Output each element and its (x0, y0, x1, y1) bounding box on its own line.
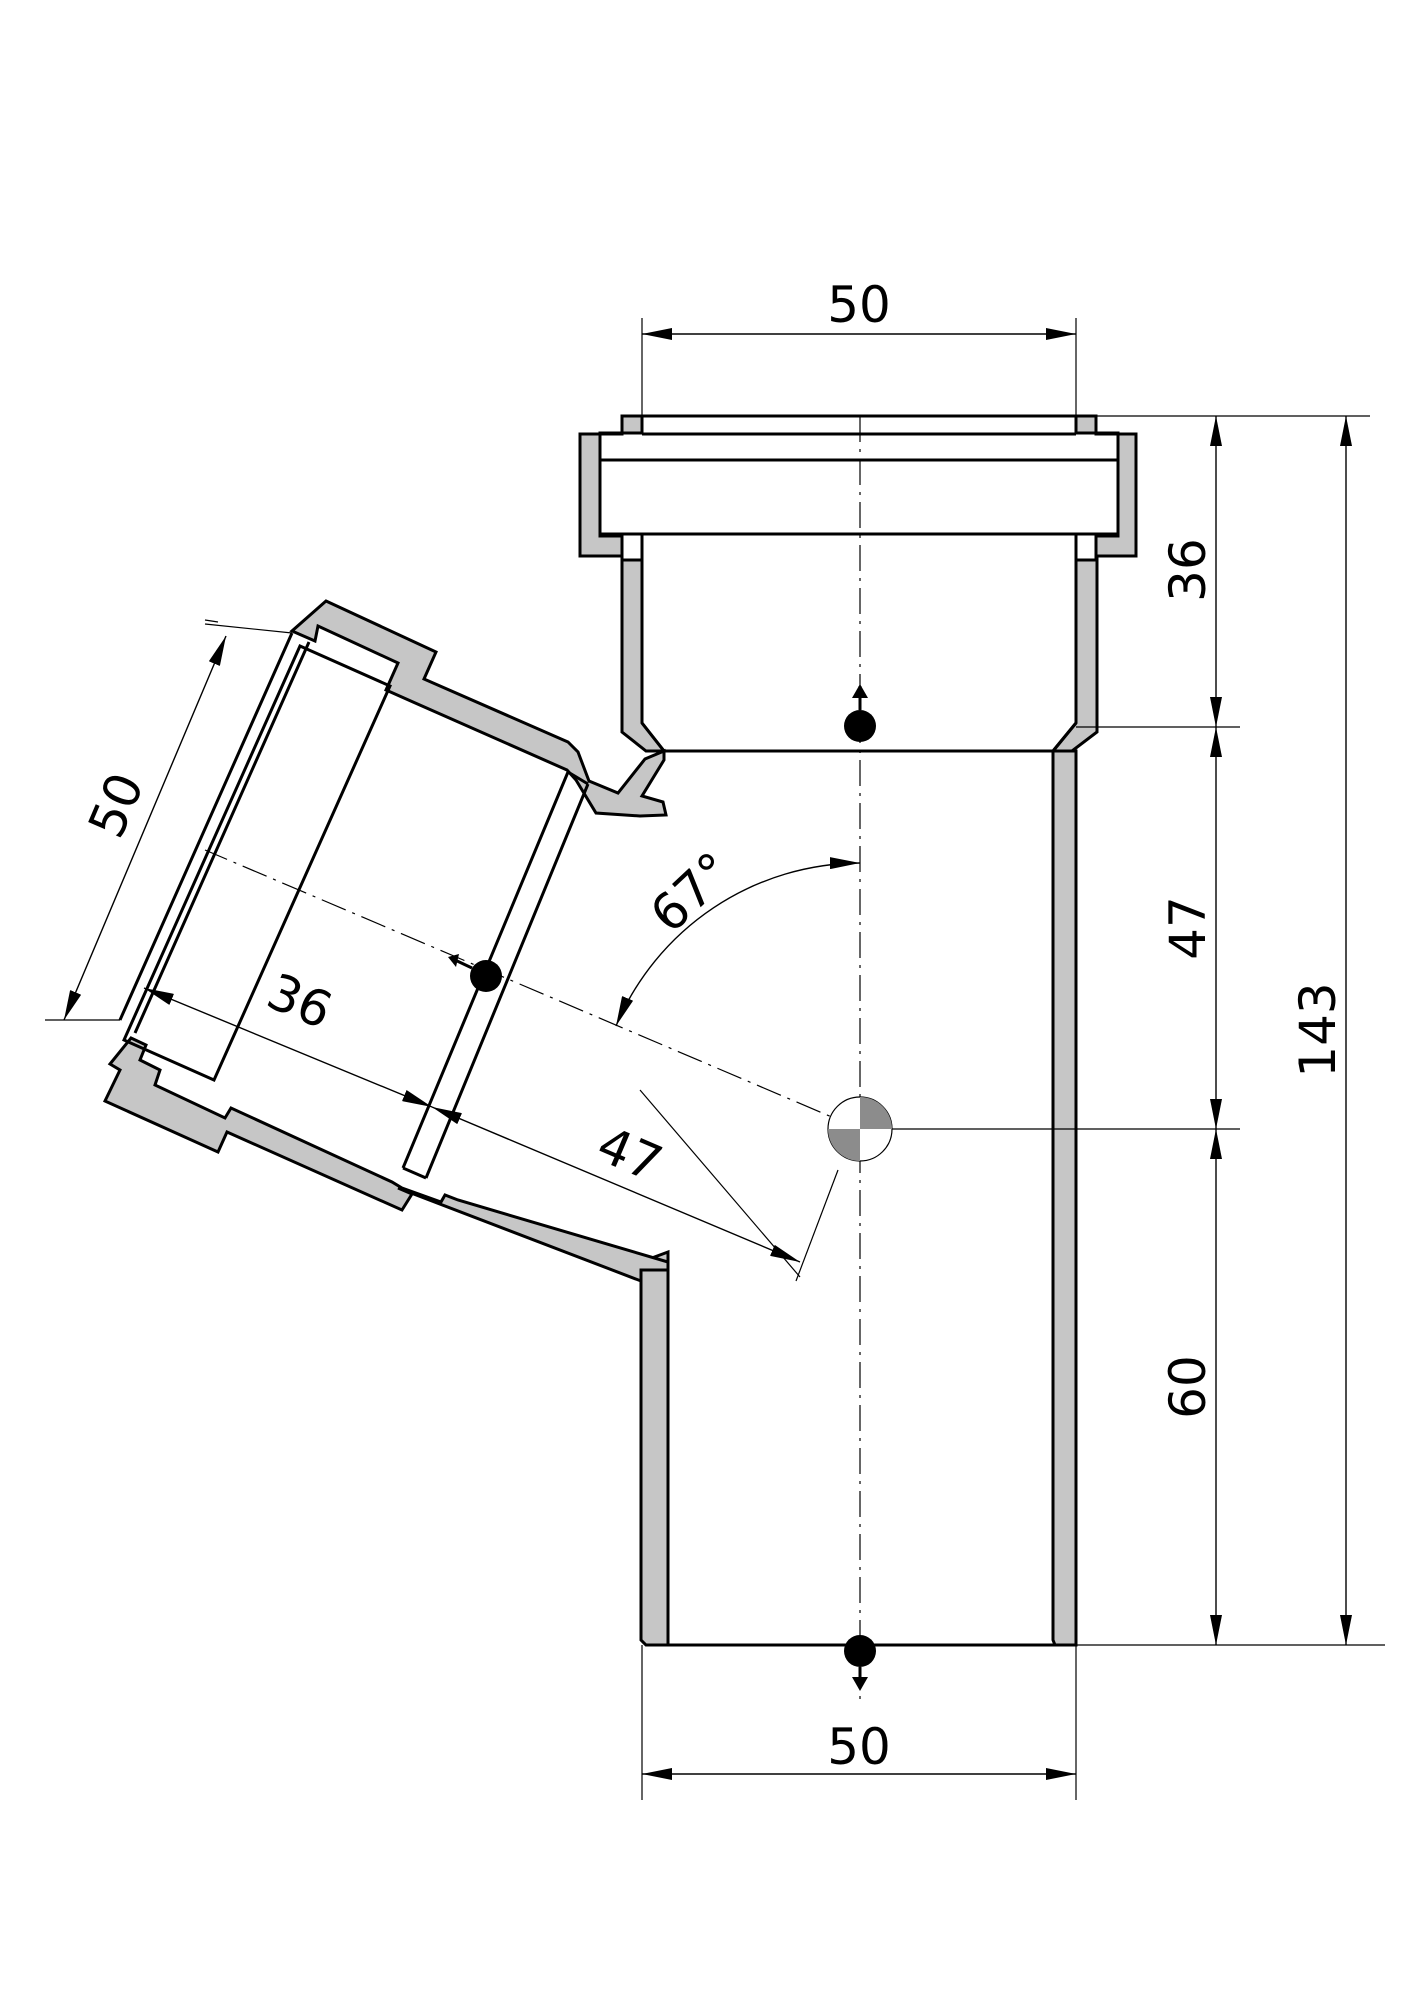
dimension-lines (63, 328, 1352, 1780)
dim-center-to-bottom-label: 60 (1159, 1355, 1217, 1419)
branch-socket-stop-face (567, 770, 589, 786)
dim-branch-diameter-label: 50 (77, 765, 155, 846)
dim-branch-socket-depth (143, 987, 433, 1108)
top-socket-right-wall (1049, 414, 1138, 753)
dim-top-to-center-label: 47 (1159, 896, 1217, 960)
dim-branch-to-center-label: 47 (589, 1115, 670, 1193)
branch-axis (204, 849, 861, 1130)
top-socket-right-taper (1051, 722, 1078, 752)
dim-branch-angle (615, 857, 861, 1027)
dim-branch-angle-label: 67° (639, 841, 743, 944)
branch-socket-stop-face-lower (402, 1166, 427, 1180)
top-socket-gasket (598, 458, 1120, 536)
center-point-symbol-icon (827, 1096, 893, 1162)
main-right-wall (1051, 749, 1078, 1647)
dim-overall-label: 143 (1289, 982, 1347, 1077)
main-left-wall-lower (639, 1249, 670, 1647)
dim-socket-depth-label: 36 (1159, 538, 1217, 602)
branch-wall-lower (102, 1036, 670, 1284)
dim-bottom-width-label: 50 (827, 1718, 891, 1776)
branch-wall-top (289, 599, 668, 818)
top-socket-left-wall (578, 414, 668, 753)
arrow-down-marker-icon (844, 1635, 876, 1691)
arrow-up-marker-icon (844, 684, 876, 742)
top-socket-left-taper (640, 722, 666, 752)
dim-branch-socket-depth-label: 36 (259, 962, 340, 1040)
dim-branch-diameter (63, 635, 227, 1021)
dim-branch-to-center (431, 1106, 801, 1263)
arrow-branch-marker-icon (448, 954, 502, 992)
dim-top-width-label: 50 (827, 276, 891, 334)
